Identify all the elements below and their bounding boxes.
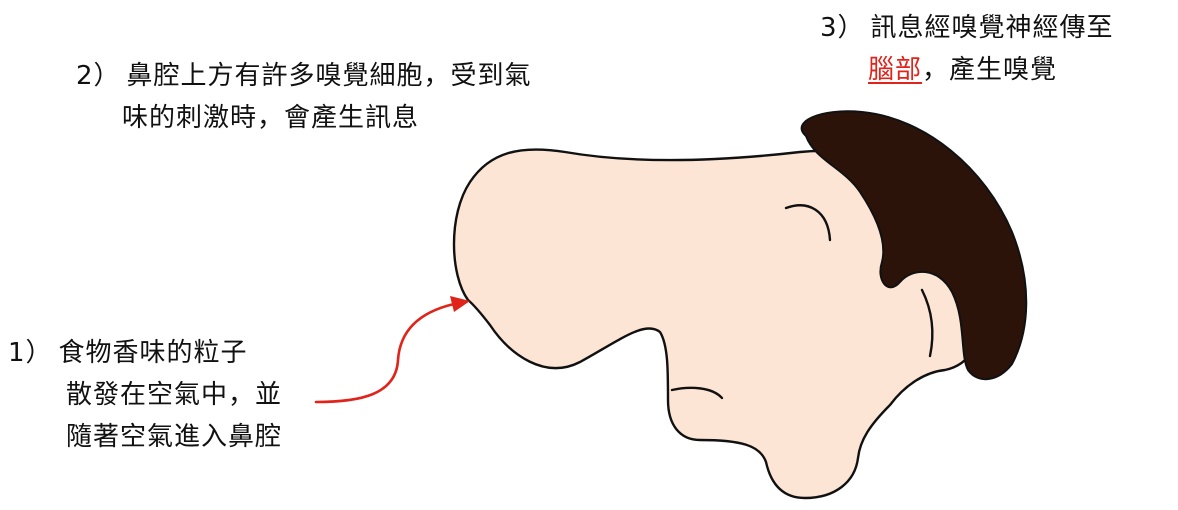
step-2-number: 2） — [76, 61, 121, 91]
step-3-text-2: ，產生嗅覺 — [922, 55, 1058, 85]
caption-step-2: 2）鼻腔上方有許多嗅覺細胞，受到氣 味的刺激時，會產生訊息 — [76, 55, 532, 139]
caption-step-1: 1）食物香味的粒子 散發在空氣中，並 隨著空氣進入鼻腔 — [8, 332, 282, 458]
brain-highlight: 腦部 — [868, 55, 923, 85]
hair — [800, 110, 1028, 380]
caption-step-1-line-1: 1）食物香味的粒子 — [8, 332, 282, 374]
caption-step-2-line-2: 味的刺激時，會產生訊息 — [122, 103, 420, 133]
step-3-text-1: 訊息經嗅覺神經傳至 — [870, 13, 1114, 43]
caption-step-1-line-2: 散發在空氣中，並 — [66, 380, 283, 410]
ear-curve — [920, 288, 934, 358]
step-1-number: 1） — [8, 338, 53, 368]
head-skin — [452, 148, 987, 500]
caption-step-3-line-1: 3）訊息經嗅覺神經傳至 — [820, 7, 1114, 49]
caption-step-2-line-1: 2）鼻腔上方有許多嗅覺細胞，受到氣 — [76, 55, 532, 97]
caption-step-1-line-3: 隨著空氣進入鼻腔 — [66, 422, 283, 452]
eye-curve — [784, 204, 832, 242]
caption-step-3: 3）訊息經嗅覺神經傳至 腦部，產生嗅覺 — [820, 7, 1114, 91]
curved-arrow-icon — [314, 302, 456, 404]
arrow-head — [450, 296, 470, 312]
step-3-number: 3） — [820, 13, 865, 43]
step-2-text-1: 鼻腔上方有許多嗅覺細胞，受到氣 — [126, 61, 532, 91]
caption-step-3-line-2: 腦部，產生嗅覺 — [820, 49, 1114, 91]
step-1-text-1: 食物香味的粒子 — [58, 338, 248, 368]
mouth-line — [670, 386, 724, 400]
